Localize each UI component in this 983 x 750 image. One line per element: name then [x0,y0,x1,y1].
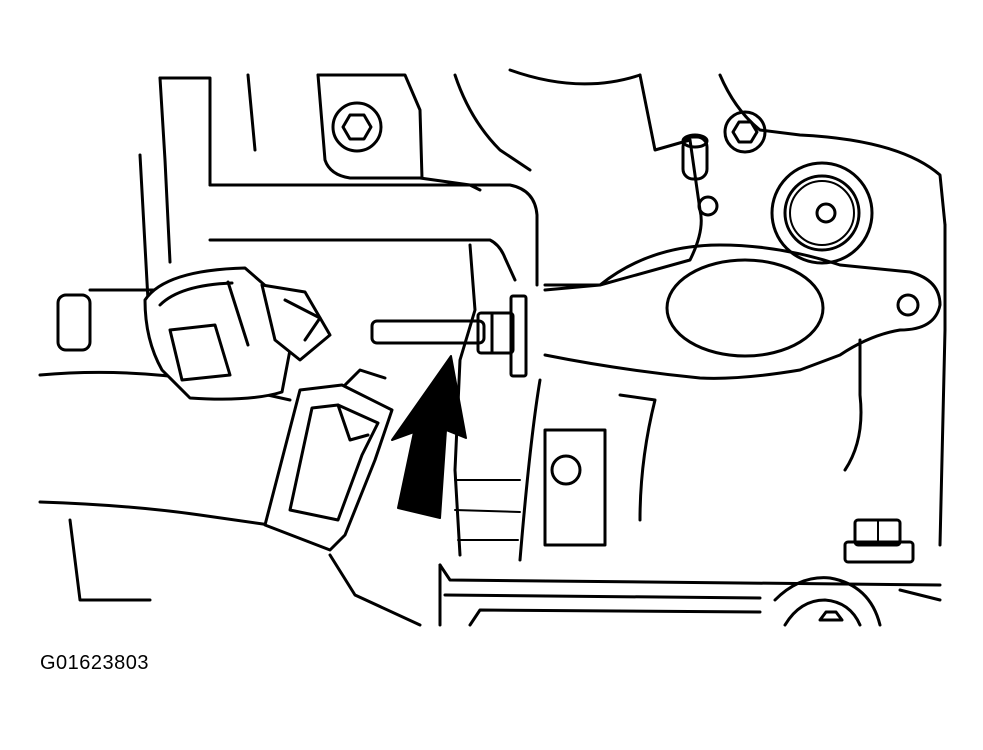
stud-bolt [370,294,528,378]
small-stud-top [681,133,709,181]
horizontal-pipe [208,183,539,287]
upper-housing [316,68,642,192]
direction-arrow [391,355,467,519]
hose-clamp-upper [143,266,332,401]
round-boss [770,161,874,265]
lower-head [438,563,942,627]
round-boss-bottom [773,576,882,627]
hex-bolt-top-left [331,101,383,153]
figure-code-label: G01623803 [40,652,150,674]
hex-bolt-bottom [843,518,915,564]
hex-bolt-top-right [723,110,767,154]
hose-clamp-lower [263,368,394,552]
engine-component-illustration [38,68,947,627]
center-column [453,243,542,562]
left-bracket [138,73,257,302]
right-housing [543,73,947,292]
mounting-bracket [543,428,607,547]
gasket-plate [543,195,942,380]
housing-lower-right [618,223,947,547]
